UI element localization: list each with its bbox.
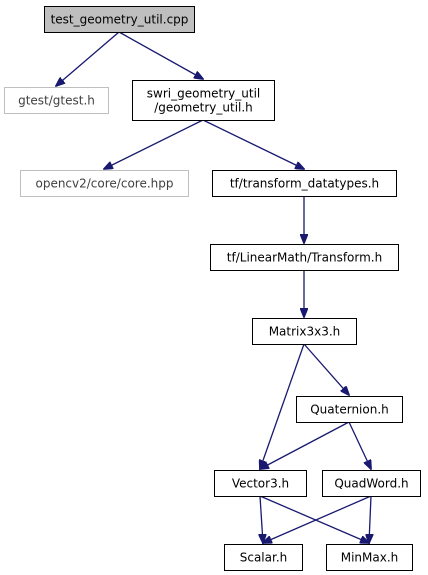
node-box-quadword — [322, 470, 421, 497]
node-transform[interactable]: tf/LinearMath/Transform.h — [210, 244, 399, 271]
node-transform_datatypes[interactable]: tf/transform_datatypes.h — [212, 170, 397, 197]
edge-root-to-geometry_util — [118, 31, 203, 79]
node-label-quaternion-0: Quaternion.h — [310, 403, 389, 417]
edge-quaternion-to-quadword — [348, 421, 371, 469]
node-label-transform-0: tf/LinearMath/Transform.h — [227, 251, 382, 265]
node-box-scalar — [224, 544, 303, 571]
node-root[interactable]: test_geometry_util.cpp — [44, 6, 195, 33]
edge-root-to-gtest — [56, 31, 120, 86]
node-box-transform_datatypes — [212, 170, 397, 197]
node-minmax[interactable]: MinMax.h — [326, 544, 413, 571]
edge-geometry_util-to-transform_datatypes — [202, 119, 304, 169]
node-gtest: gtest/gtest.h — [4, 87, 109, 114]
node-box-transform — [210, 244, 399, 271]
edge-vector3-to-minmax — [259, 495, 369, 543]
node-label-vector3-0: Vector3.h — [232, 477, 289, 491]
node-box-geometry_util — [132, 80, 275, 121]
node-matrix3x3[interactable]: Matrix3x3.h — [252, 318, 357, 345]
node-box-quaternion — [296, 396, 403, 423]
node-label-opencv-0: opencv2/core/core.hpp — [35, 177, 173, 191]
edge-matrix3x3-to-quaternion — [303, 343, 349, 395]
node-label-scalar-0: Scalar.h — [240, 551, 288, 565]
node-box-opencv — [20, 170, 189, 197]
node-label-minmax-0: MinMax.h — [341, 551, 399, 565]
edge-matrix3x3-to-vector3 — [260, 343, 305, 469]
edge-quadword-to-scalar — [263, 495, 372, 543]
nodes-layer: test_geometry_util.cpp gtest/gtest.h swri_… — [4, 6, 421, 571]
node-label-gtest-0: gtest/gtest.h — [18, 94, 95, 108]
edge-vector3-to-scalar — [260, 495, 263, 543]
node-quaternion[interactable]: Quaternion.h — [296, 396, 403, 423]
node-label-transform_datatypes-0: tf/transform_datatypes.h — [230, 177, 379, 191]
edge-geometry_util-to-opencv — [104, 119, 204, 169]
node-label-root-0: test_geometry_util.cpp — [51, 13, 189, 27]
node-box-root — [44, 6, 195, 33]
node-box-vector3 — [214, 470, 307, 497]
node-opencv: opencv2/core/core.hpp — [20, 170, 189, 197]
node-box-matrix3x3 — [252, 318, 357, 345]
edges-layer — [56, 31, 372, 543]
node-geometry_util[interactable]: swri_geometry_util/geometry_util.h — [132, 80, 275, 121]
node-label-matrix3x3-0: Matrix3x3.h — [269, 325, 341, 339]
node-scalar[interactable]: Scalar.h — [224, 544, 303, 571]
node-quadword[interactable]: QuadWord.h — [322, 470, 421, 497]
edge-quadword-to-minmax — [369, 495, 371, 543]
node-box-minmax — [326, 544, 413, 571]
node-box-gtest — [4, 87, 109, 114]
node-vector3[interactable]: Vector3.h — [214, 470, 307, 497]
node-label-quadword-0: QuadWord.h — [334, 477, 408, 491]
node-label-geometry_util-1: /geometry_util.h — [154, 101, 253, 115]
edge-quaternion-to-vector3 — [260, 421, 350, 469]
node-label-geometry_util-0: swri_geometry_util — [147, 87, 260, 101]
